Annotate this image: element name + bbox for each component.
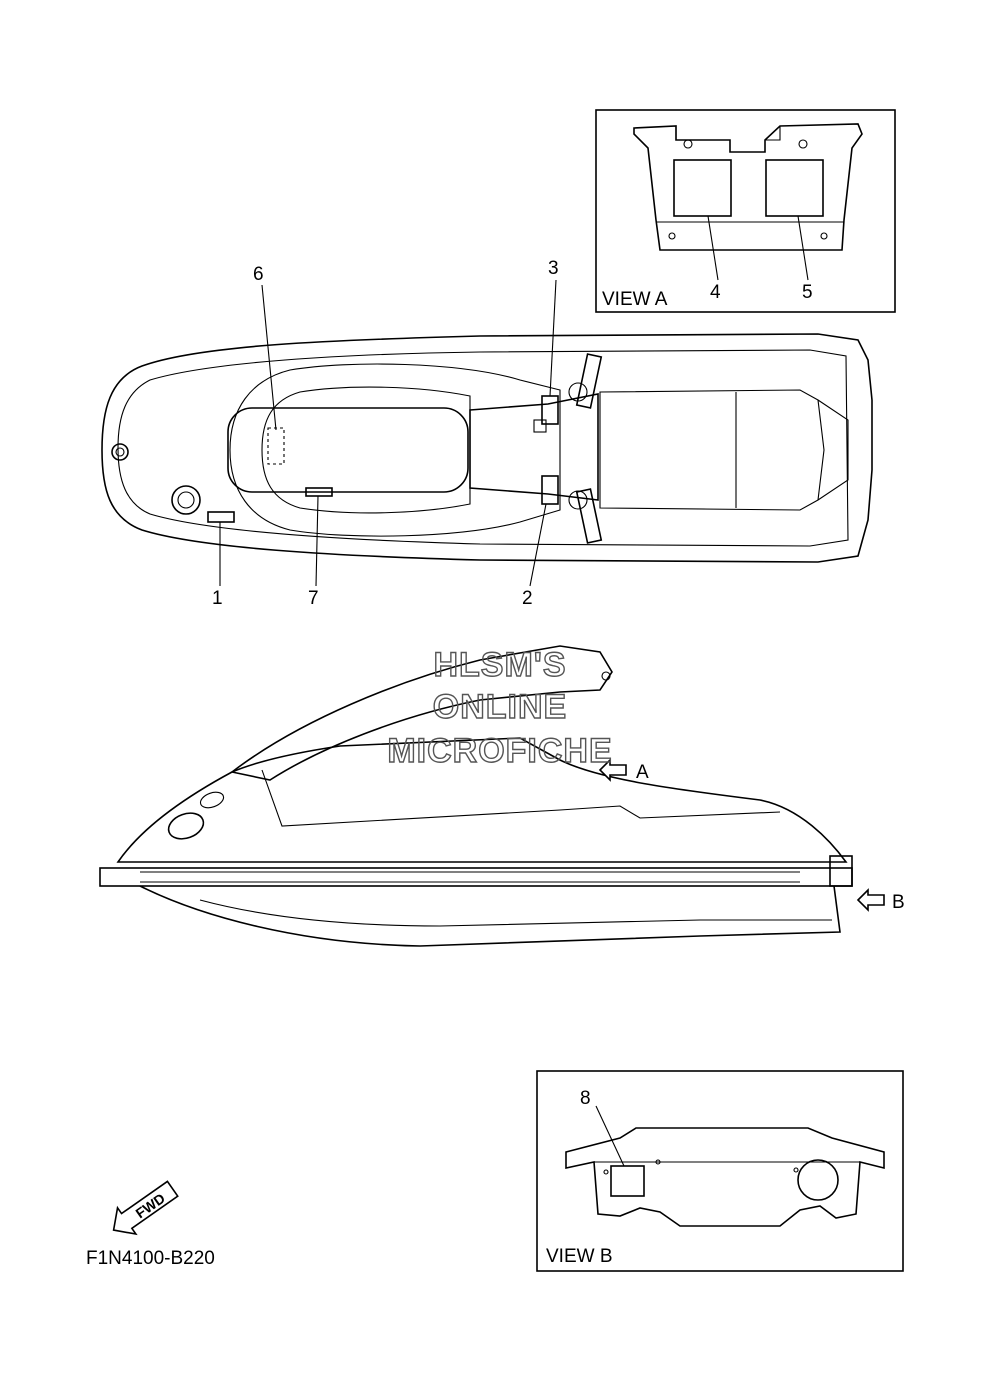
view-b-frame xyxy=(536,1070,904,1272)
callout-2: 2 xyxy=(522,588,533,609)
hood-outline xyxy=(229,363,561,537)
arrow-b-label: B xyxy=(892,892,905,913)
view-b-exhaust xyxy=(797,1159,839,1201)
view-b-inset: 8 VIEW B xyxy=(536,1070,904,1272)
leader-6 xyxy=(261,284,277,431)
upper-vent xyxy=(199,791,225,809)
label-7-rect xyxy=(305,487,333,497)
view-a-bolt-right xyxy=(798,139,808,149)
label-6-hidden xyxy=(267,427,285,465)
view-a-screw-left xyxy=(668,232,676,240)
callout-4: 4 xyxy=(710,282,721,303)
view-b-stern-outline xyxy=(565,1127,885,1227)
callout-6: 6 xyxy=(253,264,264,285)
handle-pivot xyxy=(601,671,611,681)
bow-eye-inner xyxy=(115,447,125,457)
front-vent xyxy=(167,812,205,840)
hood-inner xyxy=(261,386,471,514)
view-a-frame xyxy=(595,109,896,313)
label-8-rect xyxy=(610,1165,645,1197)
gunwale-rail xyxy=(99,867,853,887)
fuel-cap-inner xyxy=(177,491,195,509)
fuel-cap xyxy=(171,485,201,515)
bow-eye xyxy=(111,443,129,461)
arrow-a-label: A xyxy=(636,762,649,783)
view-a-inset: 4 5 VIEW A xyxy=(595,109,896,313)
deck-side-trim xyxy=(261,769,781,827)
callout-5: 5 xyxy=(802,282,813,303)
side-view-watercraft: A B xyxy=(99,645,905,947)
leader-7 xyxy=(315,495,319,587)
handlebar-left xyxy=(575,488,603,544)
label-1-rect xyxy=(207,511,235,523)
handlebar-right xyxy=(575,353,603,409)
view-b-arrow xyxy=(856,888,885,912)
hull-side-bottom xyxy=(139,885,841,947)
view-a-deck-outline xyxy=(633,123,863,251)
throttle-grip xyxy=(568,382,588,402)
label-5-rect xyxy=(765,159,824,217)
watermark: HLSM'S ONLINE MICROFICHE xyxy=(387,645,613,770)
view-b-hole-1 xyxy=(603,1169,609,1175)
figure-code: F1N4100-B220 xyxy=(86,1248,215,1269)
grip-left xyxy=(568,490,588,510)
view-b-hole-2 xyxy=(655,1159,661,1165)
tray-rear xyxy=(817,399,849,501)
hull-side-chine xyxy=(199,899,832,927)
callout-7: 7 xyxy=(308,588,319,609)
view-a-bolt-left xyxy=(683,139,693,149)
label-4-rect xyxy=(673,159,732,217)
key-switch xyxy=(533,419,547,433)
watermark-line-2: ONLINE xyxy=(433,688,567,726)
storage-lid xyxy=(227,407,469,493)
view-a-arrow xyxy=(598,758,627,782)
leader-3 xyxy=(549,279,557,397)
view-b-title: VIEW B xyxy=(546,1246,613,1267)
fwd-arrow xyxy=(112,1180,179,1236)
callout-1: 1 xyxy=(212,588,223,609)
stern-bumper xyxy=(829,855,853,887)
leader-2 xyxy=(529,503,547,587)
view-a-deck-ridge xyxy=(675,126,781,141)
callout-8: 8 xyxy=(580,1088,591,1109)
leader-8 xyxy=(595,1105,625,1167)
leader-5 xyxy=(797,215,809,281)
fwd-indicator: FWD xyxy=(112,1180,179,1236)
handle-pole-side xyxy=(230,645,613,781)
view-a-title: VIEW A xyxy=(602,289,668,310)
callout-3: 3 xyxy=(548,258,559,279)
top-view-watercraft: 6 3 1 7 2 xyxy=(101,258,873,609)
watermark-line-3: MICROFICHE xyxy=(387,732,612,770)
view-a-screw-right xyxy=(820,232,828,240)
hull-top-outline xyxy=(101,333,873,563)
watermark-line-1: HLSM'S xyxy=(433,646,566,684)
steering-column xyxy=(469,393,599,501)
label-2-rect xyxy=(541,475,559,505)
leader-4 xyxy=(707,215,719,281)
deck-side-outline xyxy=(116,737,848,863)
footwell-tray xyxy=(599,389,825,511)
view-b-hole-3 xyxy=(793,1167,799,1173)
